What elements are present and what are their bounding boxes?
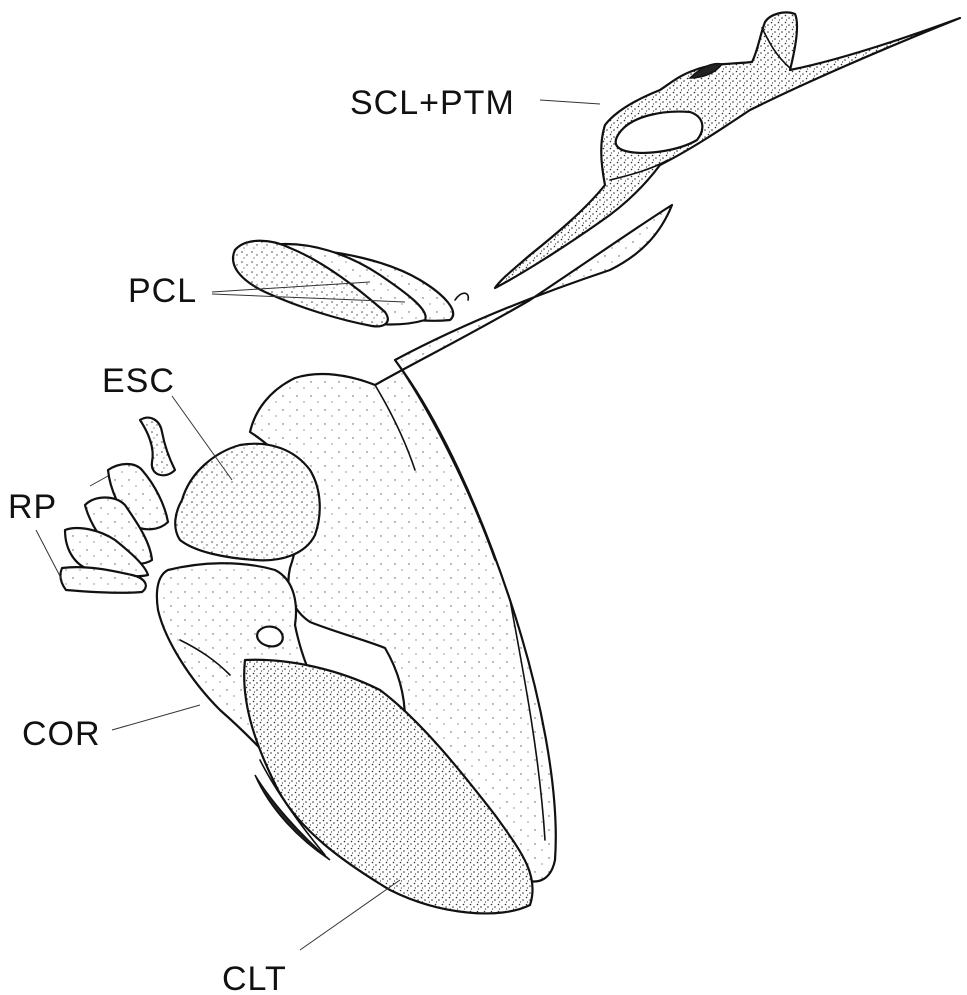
label-rp: RP [8, 488, 57, 526]
supracleithrum-posttemporal-bone [495, 12, 960, 288]
radials-bones [60, 418, 175, 593]
label-cor: COR [22, 715, 101, 753]
leader-clt [300, 880, 400, 950]
leader-scl-ptm [540, 100, 600, 104]
leader-rp-1 [90, 476, 108, 486]
label-esc: ESC [102, 362, 175, 400]
extrascapular-bone [175, 444, 320, 561]
leader-cor [112, 705, 200, 730]
label-pcl: PCL [128, 272, 197, 310]
leader-rp-2 [36, 530, 62, 580]
label-clt: CLT [222, 960, 287, 995]
label-scl-ptm: SCL+PTM [350, 84, 515, 122]
